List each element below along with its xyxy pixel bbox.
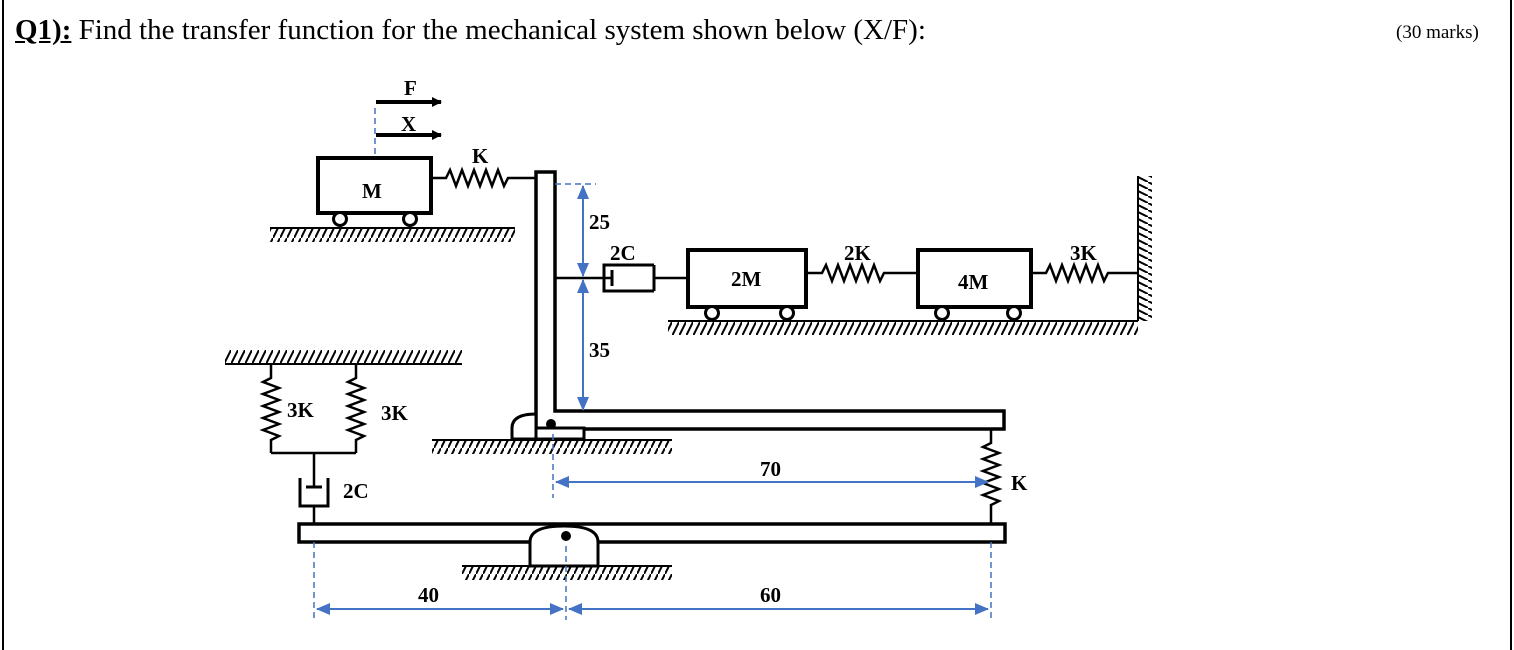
bottom-beam [297, 522, 1007, 544]
spring-3k-left-a [259, 364, 283, 453]
spring-k-top-label: K [472, 144, 489, 168]
dim-70-label: 70 [760, 457, 781, 481]
damper-2c-upper-cylinder [602, 263, 654, 293]
spring-3k-left-a-label: 3K [287, 398, 315, 422]
lever-pivot-support [510, 412, 538, 441]
spring-2k-label: 2K [844, 241, 872, 265]
mass-2m-cart [686, 248, 808, 321]
question-marks: (30 marks) [1396, 22, 1479, 43]
lever-pivot-base [534, 426, 586, 441]
dim-25-label: 25 [589, 210, 610, 234]
ground-beam [462, 565, 672, 580]
wall-right [1137, 176, 1152, 321]
dim-35-label: 35 [589, 338, 610, 362]
damper-2c-upper-label: 2C [610, 241, 636, 265]
force-label: F [404, 76, 417, 100]
beam-pivot-pin [561, 531, 571, 541]
damper-2c-lower-label: 2C [343, 479, 369, 503]
ground-top-left [270, 227, 515, 242]
question-prompt: Find the transfer function for the mecha… [71, 14, 926, 46]
displacement-label: X [401, 112, 416, 136]
mass-2m-label: 2M [731, 267, 762, 291]
question-text: Q1): Find the transfer function for the … [15, 14, 926, 47]
beam-pivot-support [528, 524, 600, 568]
dim-60-label: 60 [760, 583, 781, 607]
ceiling-left [225, 350, 462, 365]
spring-k-right-label: K [1011, 471, 1028, 495]
spring-k-top [431, 166, 536, 190]
mass-m-label: M [362, 179, 382, 203]
question-number: Q1): [15, 14, 72, 46]
mass-4m-cart [916, 248, 1033, 321]
spring-3k-wall [1031, 261, 1138, 285]
spring-3k-left-b [344, 364, 368, 453]
mass-m-cart [316, 156, 433, 227]
spring-k-right [979, 429, 1003, 524]
spring-3k-wall-label: 3K [1070, 241, 1098, 265]
lever-pivot-pin [546, 419, 556, 429]
ground-lever [432, 439, 672, 454]
spring-2k [806, 261, 918, 285]
mass-4m-label: 4M [958, 270, 989, 294]
dim-40-label: 40 [418, 583, 439, 607]
ground-right [668, 320, 1138, 335]
spring-3k-left-b-label: 3K [381, 401, 409, 425]
